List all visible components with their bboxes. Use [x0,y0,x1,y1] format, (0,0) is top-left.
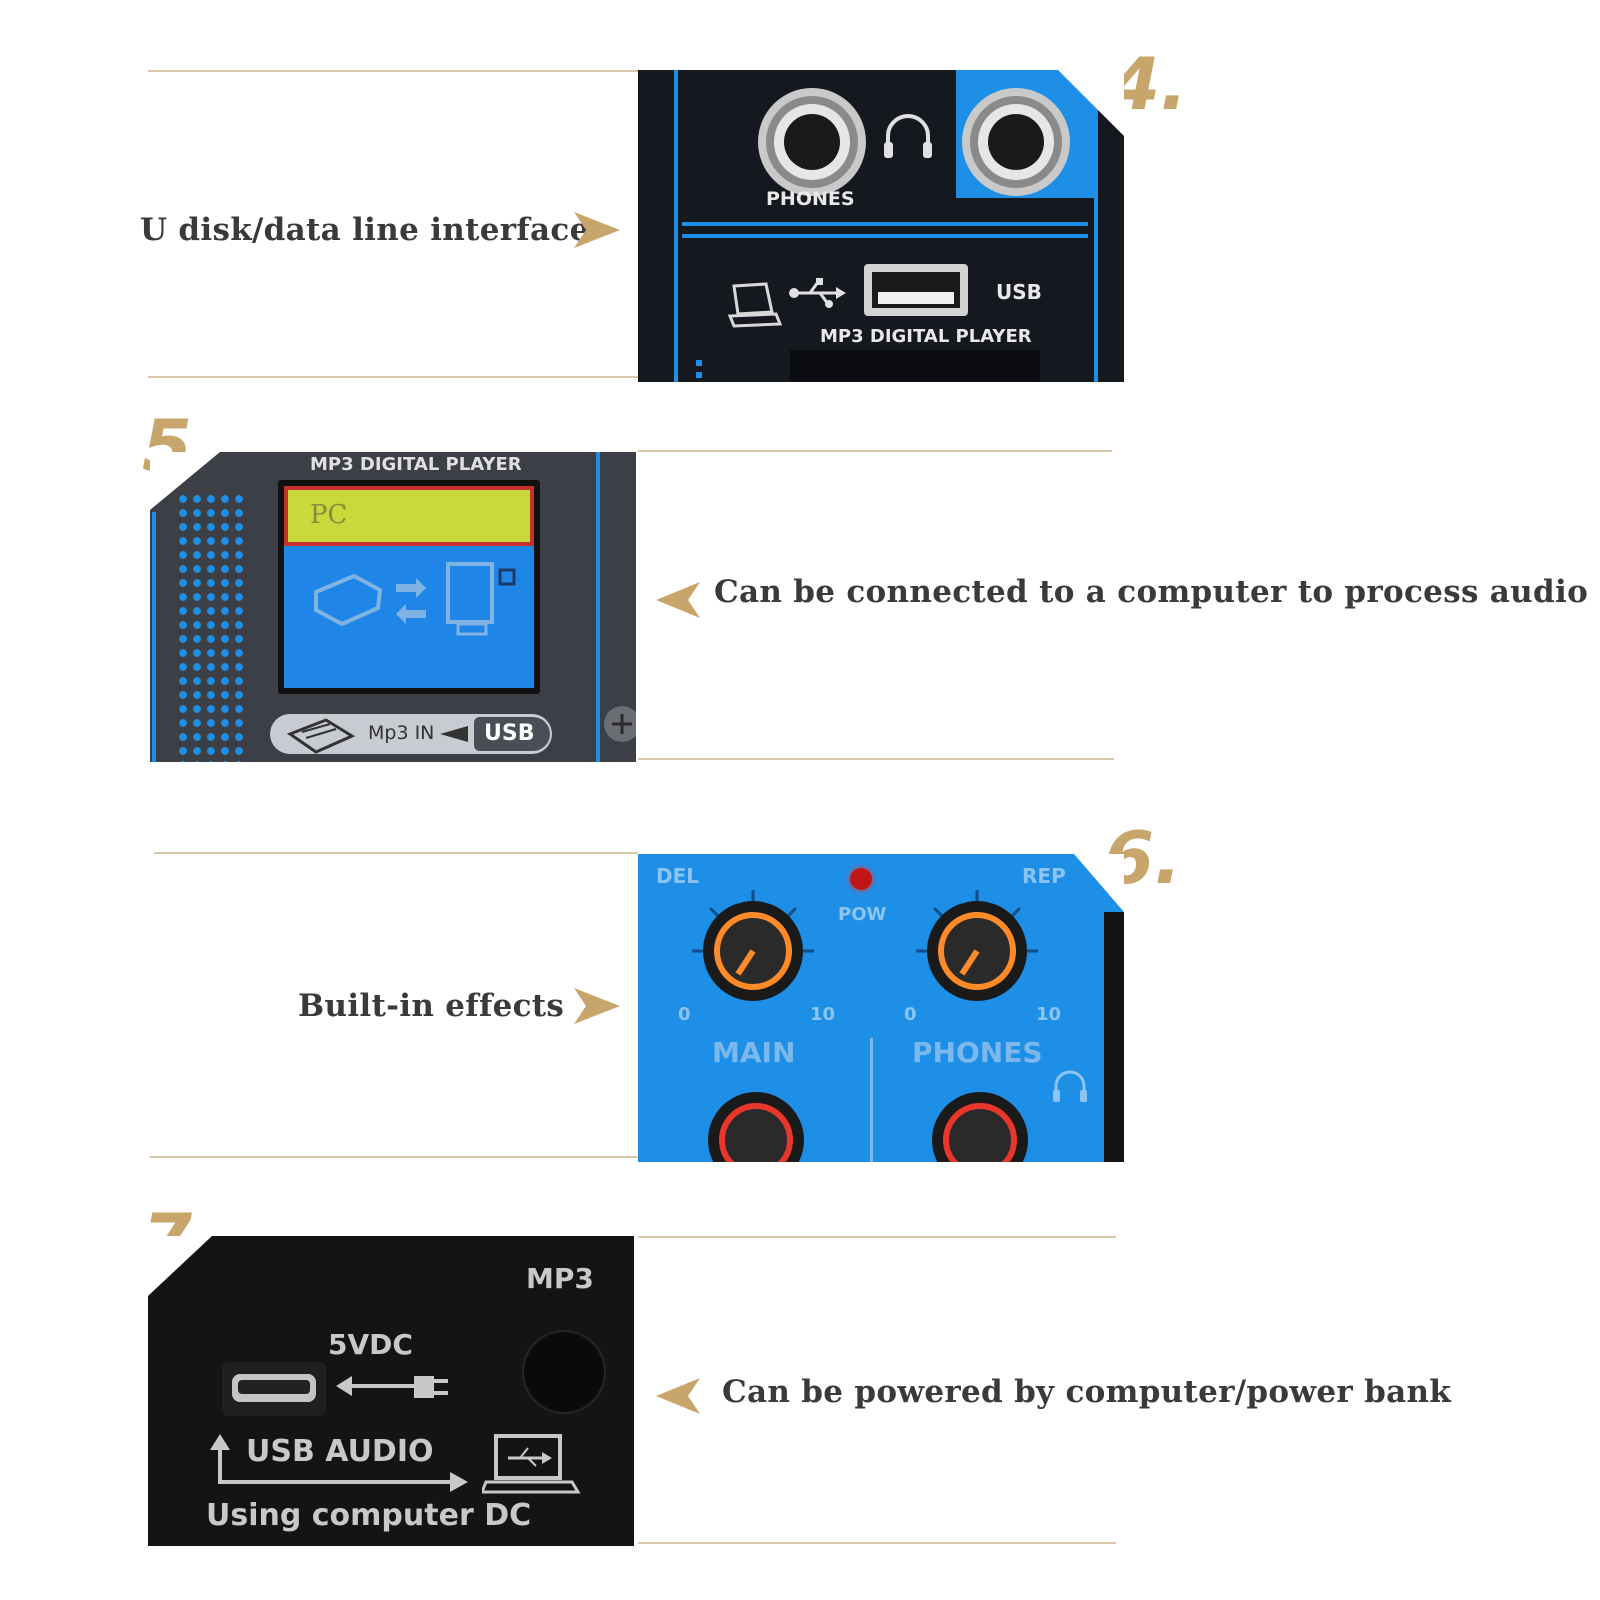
computer-dc-label: Using computer DC [206,1498,532,1533]
panel-edge-line [596,452,600,762]
rep-knob[interactable] [912,886,1042,1016]
pc-link-icon [314,562,516,636]
corner-cut [148,1236,212,1296]
corner-cut [1074,854,1124,912]
usb-audio-arrow-icon [210,1434,468,1492]
lcd-pc-text: PC [310,500,348,530]
power-led-icon [850,868,872,890]
feature-5-caption: Can be connected to a computer to proces… [714,574,1589,610]
section6-bottom-rule [150,1156,638,1158]
headphones-icon [1053,1070,1087,1102]
del-max-label: 10 [810,1004,836,1025]
lcd-screen: PC [284,486,534,688]
feature-7-caption: Can be powered by computer/power bank [722,1374,1452,1410]
phones-label: PHONES [912,1036,1043,1069]
usb-interface-panel: PHONES USB MP3 DIGITAL PLAYER [638,70,1124,382]
del-knob[interactable] [688,886,818,1016]
dc-plug-icon [336,1376,448,1398]
mp3-player-panel: MP3 DIGITAL PLAYER PC Mp3 IN USB [150,452,636,762]
lcd-bezel: PC [278,480,540,694]
indicator-dot [696,360,702,366]
left-arrow-icon [656,582,700,618]
panel-side [1104,912,1124,1162]
right-arrow-icon [574,988,620,1024]
usb-tag: USB [474,717,550,751]
feature-4-caption: U disk/data line interface [140,212,590,248]
headphones-icon [884,114,932,158]
corner-cut [150,452,220,510]
indicator-dot [696,372,702,378]
panel-edge-line [152,512,156,762]
mp3-label: MP3 [526,1262,594,1295]
rep-max-label: 10 [1036,1004,1062,1025]
usb-port[interactable] [864,264,968,316]
corner-cut [1058,70,1124,136]
mixer-icon [286,718,356,754]
pow-label: POW [838,904,887,925]
section4-top-rule [148,70,638,72]
phones-jack-icon [758,88,866,196]
power-panel: MP3 5VDC USB AUDIO Using computer DC [148,1236,634,1546]
phones-label: PHONES [766,188,855,210]
right-arrow-icon [574,212,620,248]
divider-line [682,222,1088,226]
phones-knob[interactable] [920,1080,1040,1162]
section5-bottom-rule [638,758,1114,760]
display-window [790,350,1040,382]
mp3-player-label: MP3 DIGITAL PLAYER [820,326,1032,347]
arrow-left-icon [440,726,468,742]
lcd-header: PC [284,486,534,546]
main-knob[interactable] [696,1080,816,1162]
rep-label: REP [1022,864,1066,888]
rep-min-label: 0 [904,1004,917,1025]
section6-top-rule [154,852,638,854]
main-label: MAIN [712,1036,796,1069]
effects-panel: DEL REP POW 0 10 0 10 MAIN PHONES [638,854,1124,1162]
mp3-in-badge: Mp3 IN USB [270,714,552,754]
vdc-label: 5VDC [328,1328,413,1361]
line-jack-icon [962,88,1070,196]
panel-edge-line [1094,70,1098,382]
usb-symbol-icon [789,278,846,308]
section4-bottom-rule [148,376,638,378]
del-label: DEL [656,864,700,888]
screw-icon [604,706,636,742]
panel-edge-line [674,70,678,382]
section-divider [870,1038,873,1162]
usb-audio-label: USB AUDIO [246,1434,434,1469]
section7-bottom-rule [638,1542,1116,1544]
mp3-button[interactable] [522,1330,606,1414]
divider-line [682,234,1088,238]
laptop-usb-icon [482,1434,581,1494]
left-arrow-icon [656,1378,700,1414]
del-min-label: 0 [678,1004,691,1025]
speaker-dot-grid [176,492,246,762]
section5-top-rule [638,450,1112,452]
mp3-in-label: Mp3 IN [368,722,435,744]
feature-6-caption: Built-in effects [298,988,565,1024]
section7-top-rule [638,1236,1116,1238]
laptop-icon [727,282,782,328]
micro-usb-port[interactable] [222,1362,326,1416]
player-title: MP3 DIGITAL PLAYER [310,454,522,475]
usb-label: USB [996,280,1042,304]
